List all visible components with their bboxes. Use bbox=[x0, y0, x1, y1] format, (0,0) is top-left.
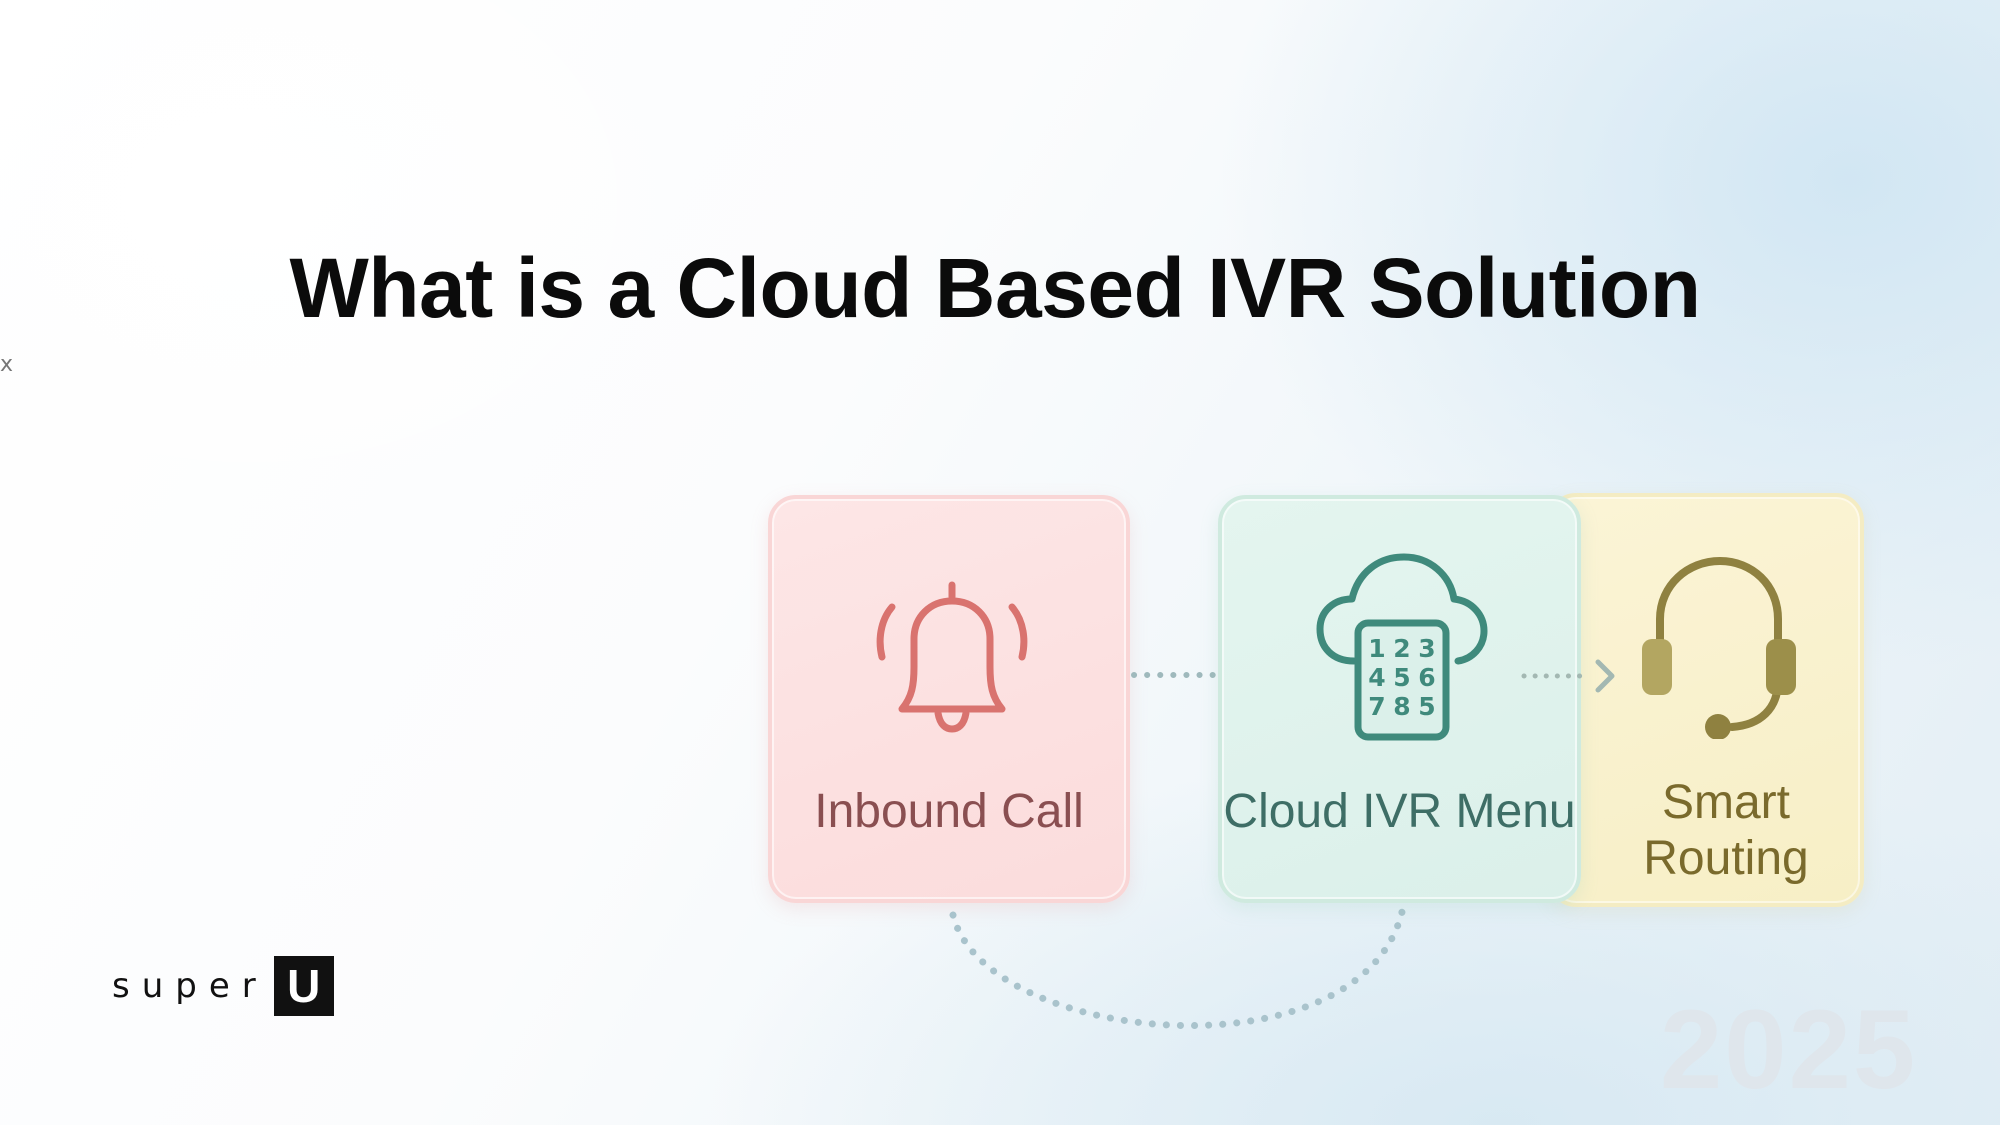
keypad-key: 8 bbox=[1393, 692, 1410, 721]
keypad-key: 2 bbox=[1393, 634, 1410, 663]
bell-icon bbox=[876, 581, 1028, 733]
corner-mark: x bbox=[0, 352, 14, 377]
headset-mic bbox=[1705, 714, 1731, 739]
keypad-key: 6 bbox=[1418, 663, 1435, 692]
keypad-key: 4 bbox=[1368, 663, 1385, 692]
card-label-routing: Smart Routing bbox=[1592, 775, 1860, 887]
cloud-keypad-icon: 1 2 3 4 5 6 7 8 5 bbox=[1316, 553, 1488, 741]
year-watermark: 2025 bbox=[1660, 987, 1918, 1112]
card-cloud-ivr-menu: 1 2 3 4 5 6 7 8 5 Cloud IVR Menu bbox=[1218, 495, 1581, 903]
keypad-key: 7 bbox=[1368, 692, 1385, 721]
keypad-key: 5 bbox=[1418, 692, 1435, 721]
arrow-head-icon bbox=[1595, 659, 1615, 693]
headset-right-ear bbox=[1766, 639, 1796, 695]
headset-left-ear bbox=[1642, 639, 1672, 695]
card-inbound-call: Inbound Call bbox=[768, 495, 1130, 903]
brand-logo: super U bbox=[112, 956, 334, 1016]
card-label-cloud: Cloud IVR Menu bbox=[1223, 785, 1576, 838]
keypad-key: 1 bbox=[1368, 634, 1385, 663]
headset-icon bbox=[1642, 556, 1796, 739]
logo-box: U bbox=[273, 956, 334, 1016]
connector-loop-bottom bbox=[949, 908, 1406, 1030]
card-label-inbound: Inbound Call bbox=[814, 785, 1084, 838]
keypad-key: 5 bbox=[1393, 663, 1410, 692]
page-title: What is a Cloud Based IVR Solution bbox=[289, 241, 1701, 335]
card-label-routing-line2: Routing bbox=[1643, 832, 1809, 885]
logo-text: super bbox=[112, 966, 268, 1006]
keypad-frame bbox=[1354, 619, 1450, 741]
card-smart-routing: Smart Routing bbox=[1548, 493, 1864, 907]
card-label-routing-line1: Smart bbox=[1661, 776, 1790, 829]
keypad-key: 3 bbox=[1418, 634, 1435, 663]
